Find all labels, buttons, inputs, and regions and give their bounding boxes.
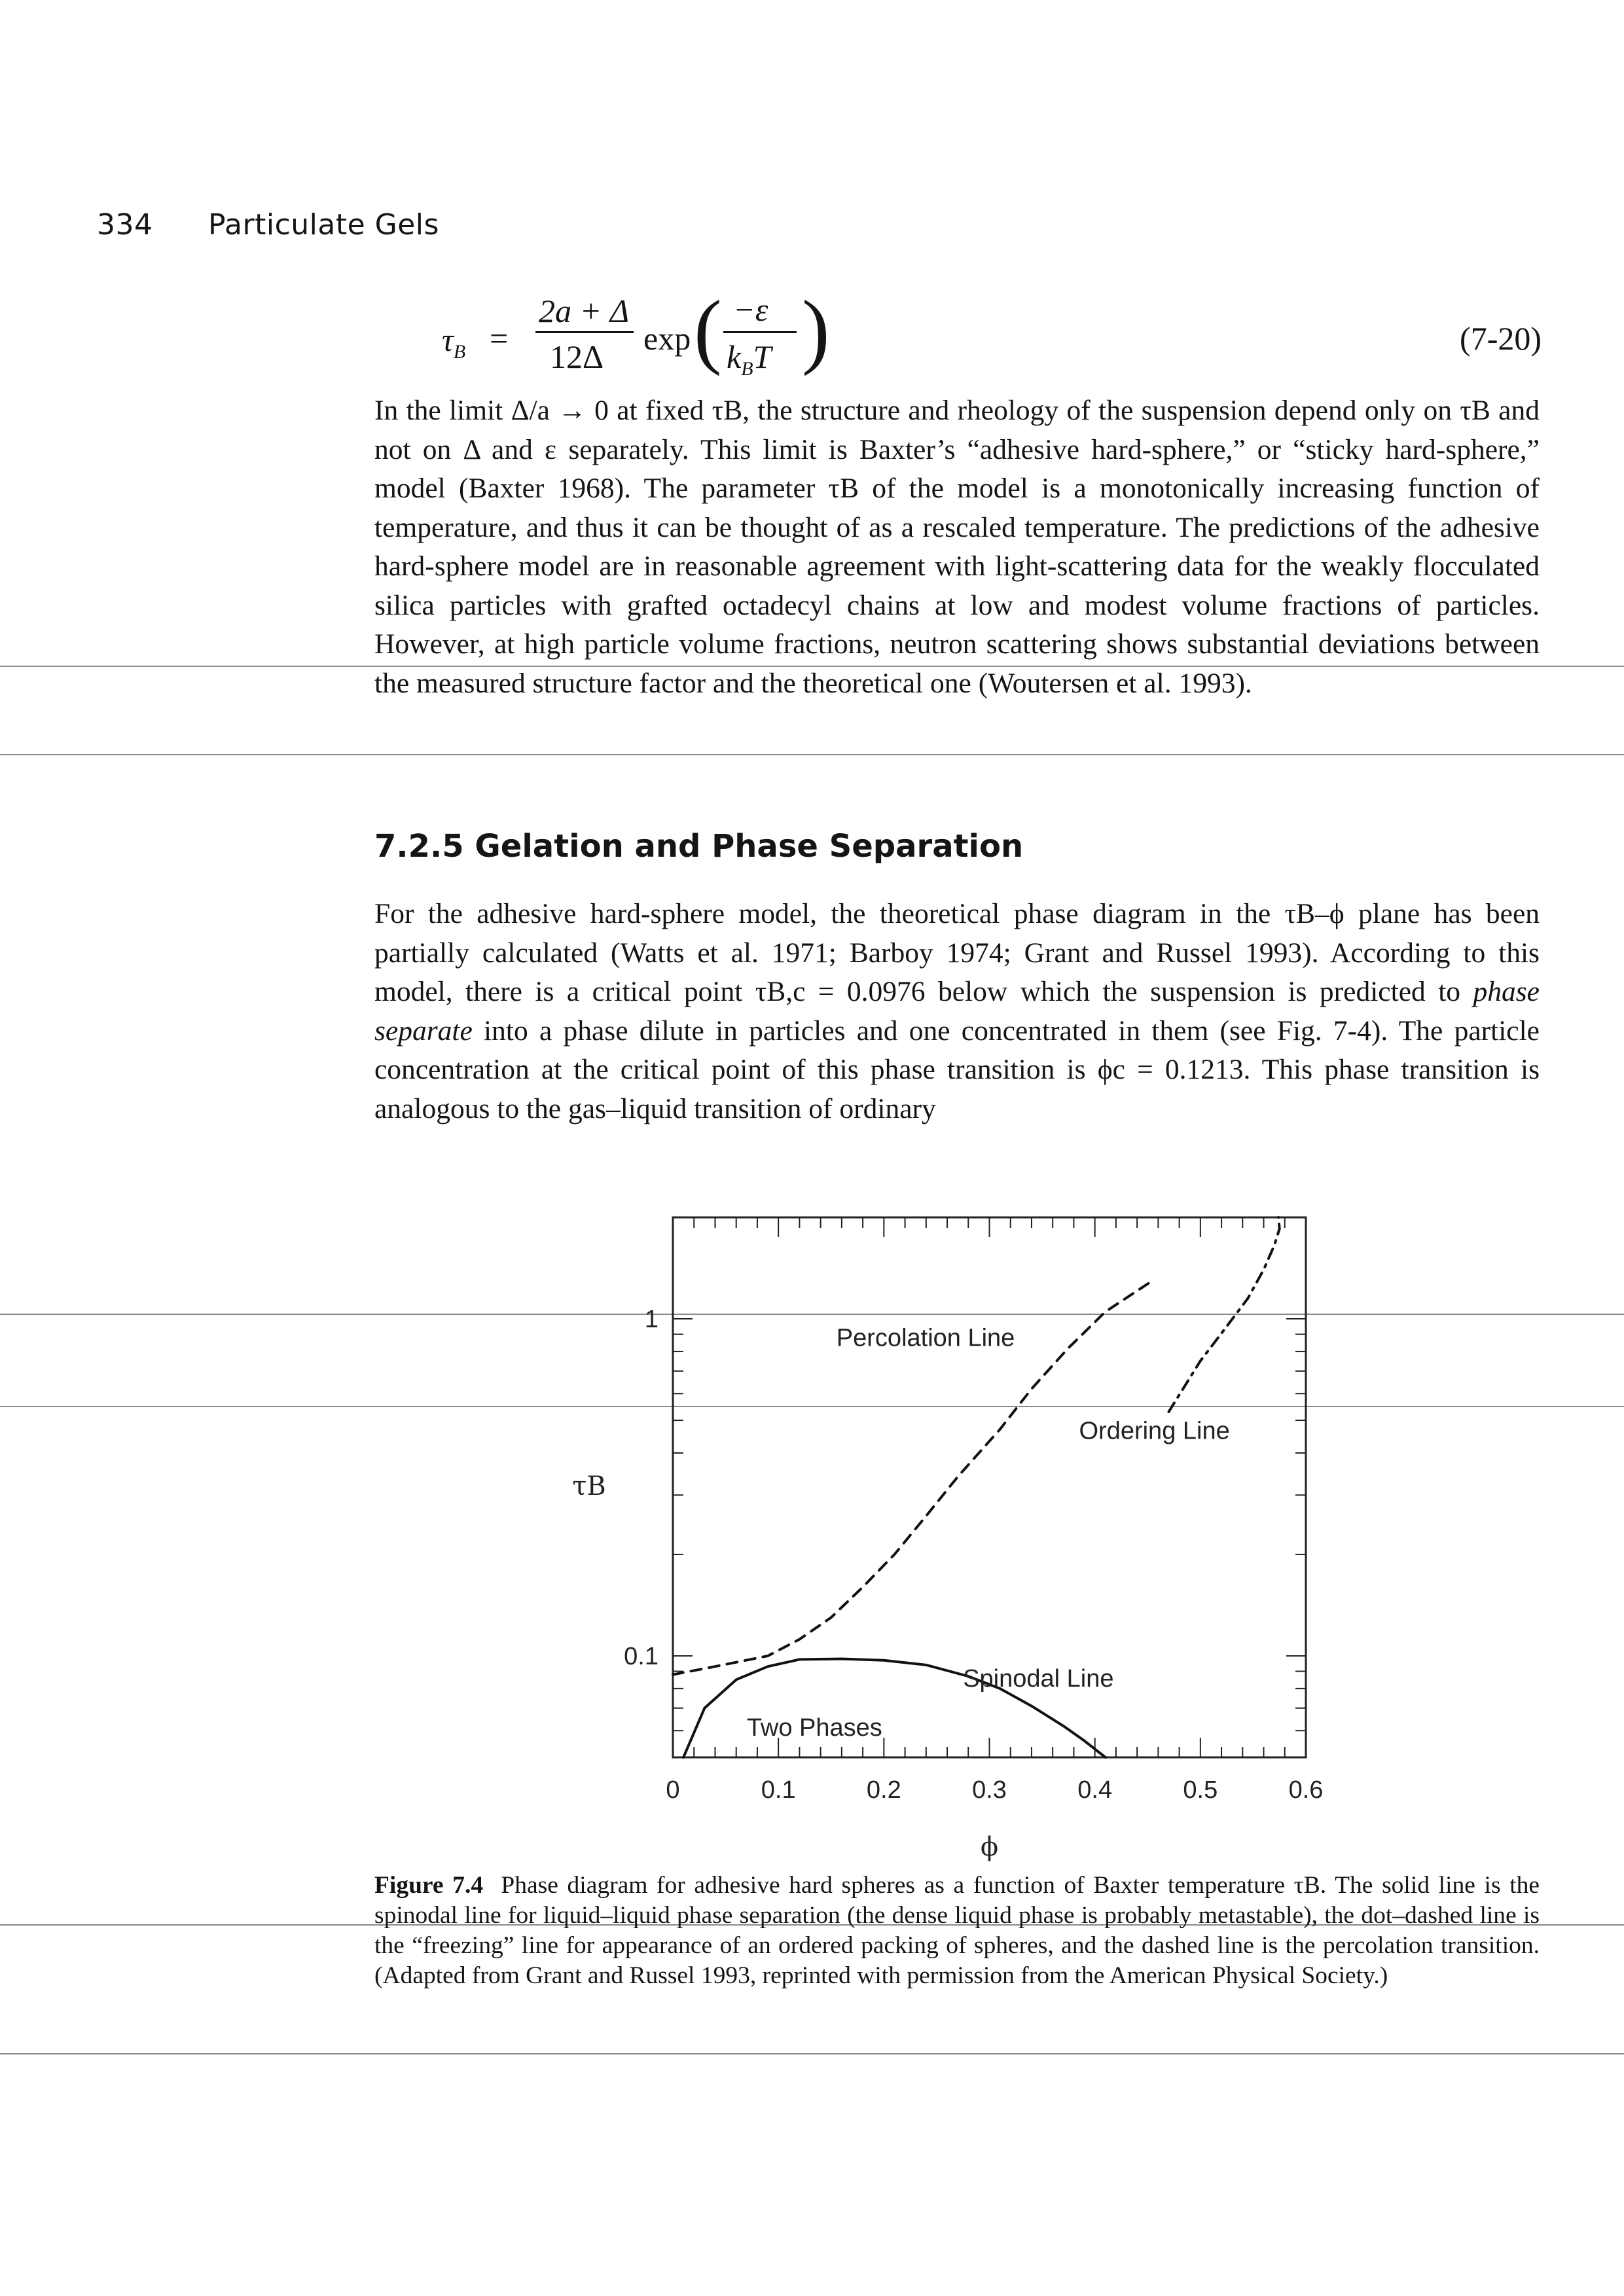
x-tick-label: 0.1 xyxy=(761,1776,796,1804)
figure-caption: Figure 7.4 Phase diagram for adhesive ha… xyxy=(374,1871,1540,1991)
equation-number: (7-20) xyxy=(1460,320,1542,357)
x-tick-label: 0.3 xyxy=(972,1776,1007,1804)
equation-lhs: τB xyxy=(442,321,466,363)
body-paragraph-2: For the adhesive hard-sphere model, the … xyxy=(374,895,1540,1128)
x-tick-label: 0.4 xyxy=(1077,1776,1112,1804)
paragraph-text: For the adhesive hard-sphere model, the … xyxy=(374,898,1540,1124)
fraction-bar xyxy=(535,331,634,333)
divider-line xyxy=(0,666,1624,667)
x-tick-label: 0 xyxy=(666,1776,679,1804)
left-paren: ( xyxy=(694,283,722,376)
running-title: Particulate Gels xyxy=(208,208,439,242)
section-title: Gelation and Phase Separation xyxy=(475,828,1024,865)
caption-label: Figure 7.4 xyxy=(374,1872,484,1899)
y-axis-label: τB xyxy=(572,1471,606,1501)
section-number: 7.2.5 xyxy=(374,828,464,865)
x-tick-label: 0.5 xyxy=(1183,1776,1218,1804)
divider-line xyxy=(0,1406,1624,1407)
caption-text: Phase diagram for adhesive hard spheres … xyxy=(374,1872,1540,1989)
divider-line xyxy=(0,1314,1624,1315)
y-tick-label: 0.1 xyxy=(624,1643,659,1670)
inner-denominator: kBT xyxy=(727,338,772,380)
percolation-line-annotation: Percolation Line xyxy=(837,1325,1015,1352)
equation-exp: exp xyxy=(643,320,691,357)
spinodal-line-series xyxy=(682,1657,1107,1759)
paragraph-text: In the limit Δ/a → 0 at fixed τB, the st… xyxy=(374,395,1540,699)
equation-numerator: 2a + Δ xyxy=(539,293,630,329)
x-axis-label: ϕ xyxy=(981,1832,998,1862)
x-tick-label: 0.2 xyxy=(867,1776,901,1804)
equation-denominator: 12Δ xyxy=(550,338,604,375)
body-paragraph-1: In the limit Δ/a → 0 at fixed τB, the st… xyxy=(374,391,1540,703)
equation-equals: = xyxy=(490,320,509,357)
equation-7-20: τB = 2a + Δ 12Δ exp ( −ε kBT ) (7-20) xyxy=(373,288,1542,386)
spinodal-line-annotation: Spinodal Line xyxy=(963,1665,1113,1693)
two-phases-annotation: Two Phases xyxy=(747,1714,882,1742)
divider-line xyxy=(0,754,1624,755)
inner-numerator: −ε xyxy=(733,291,768,328)
page-number: 334 xyxy=(97,208,153,242)
percolation-line-series xyxy=(672,1279,1155,1676)
ordering-line-series xyxy=(1167,1216,1281,1414)
right-paren: ) xyxy=(802,283,830,376)
divider-line xyxy=(0,2053,1624,2054)
section-heading: 7.2.5 Gelation and Phase Separation xyxy=(374,828,1023,865)
inner-fraction-bar xyxy=(723,331,797,333)
running-header: 334 Particulate Gels xyxy=(97,208,439,242)
emphasis-phase-separate: phase separate xyxy=(374,976,1540,1047)
divider-line xyxy=(0,1924,1624,1926)
x-tick-label: 0.6 xyxy=(1289,1776,1324,1804)
y-tick-label: 1 xyxy=(645,1306,659,1333)
ordering-line-annotation: Ordering Line xyxy=(1079,1418,1229,1445)
